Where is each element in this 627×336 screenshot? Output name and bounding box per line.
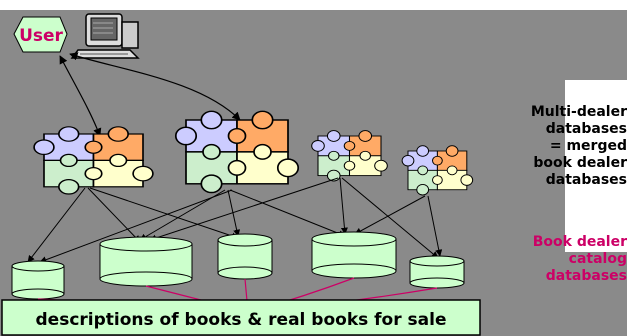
merged-db-1 — [33, 125, 154, 195]
catalog-db-2 — [99, 236, 193, 287]
user-label: User — [19, 26, 63, 46]
merged-db-4 — [401, 145, 474, 196]
catalog-db-1 — [11, 260, 65, 300]
catalog-db-4 — [311, 231, 397, 279]
user-to-merged-db-2 — [69, 52, 241, 121]
caption-box: descriptions of books & real books for s… — [1, 299, 481, 336]
side-label-backdrop — [565, 80, 627, 252]
multi-dealer-label: Multi-dealer databases = merged book dea… — [530, 104, 627, 188]
merged-db-2 — [174, 110, 300, 194]
bottom-caption: descriptions of books & real books for s… — [36, 310, 447, 330]
book-dealer-label: Book dealer catalog databases — [532, 234, 627, 284]
catalog-db-3 — [217, 233, 273, 280]
catalog-db-5 — [409, 255, 465, 289]
merged-db-3 — [311, 130, 388, 182]
user-links — [59, 52, 241, 137]
user-badge: User — [13, 16, 68, 53]
merged-to-catalog-links — [27, 177, 443, 264]
